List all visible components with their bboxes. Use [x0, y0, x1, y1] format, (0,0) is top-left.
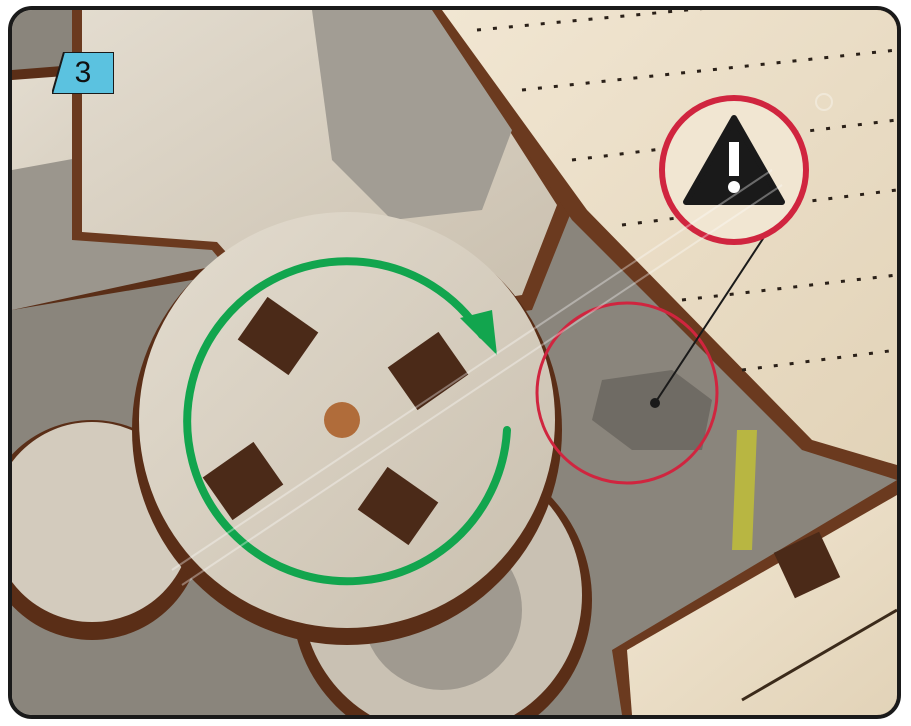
wheel-axle [324, 402, 360, 438]
callout-dot [650, 398, 660, 408]
illustration-frame: 3 [8, 6, 901, 719]
assembly-illustration [12, 10, 897, 715]
warning-callout [662, 98, 806, 242]
step-badge: 3 [52, 52, 114, 94]
step-number: 3 [52, 52, 114, 94]
